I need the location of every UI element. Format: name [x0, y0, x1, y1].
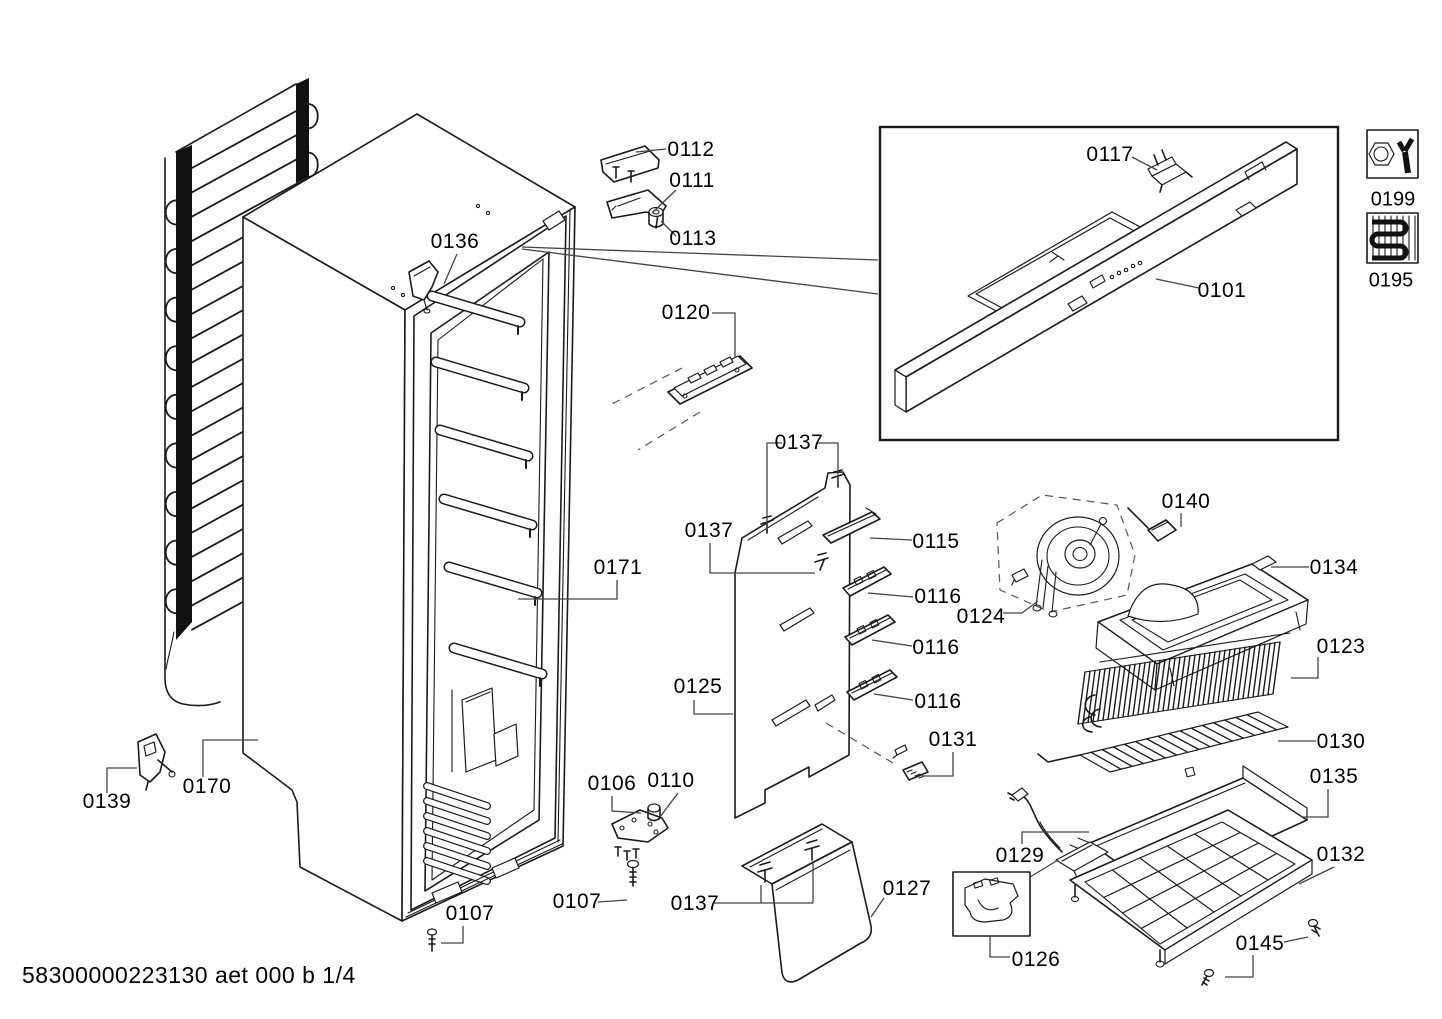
part-label-0137: 0137 — [670, 892, 720, 915]
callout-leader-lines — [106, 148, 1335, 978]
part-label-0171: 0171 — [593, 556, 643, 579]
fan-assembly-0124 — [996, 494, 1136, 618]
part-label-0117: 0117 — [1086, 143, 1134, 166]
shelf-rail-0116 — [846, 669, 898, 701]
plug-0131 — [892, 744, 929, 781]
hinge-plate-0106 — [611, 809, 669, 843]
shelf-rail-0116 — [842, 566, 892, 597]
legend-label-service: 0199 — [1370, 188, 1416, 211]
part-label-0126: 0126 — [1011, 948, 1061, 971]
part-label-0135: 0135 — [1309, 765, 1359, 788]
interior-moulding — [451, 687, 519, 773]
interior-rails — [426, 290, 548, 687]
air-duct-panel-0125 — [734, 469, 851, 819]
fascia-panel-0101 — [894, 141, 1298, 413]
hinge-pin-0110 — [647, 803, 661, 822]
part-label-0137: 0137 — [774, 431, 824, 454]
part-label-0107: 0107 — [445, 902, 495, 925]
part-label-0124: 0124 — [956, 605, 1006, 628]
screw-0107 — [426, 928, 438, 952]
part-label-0129: 0129 — [995, 844, 1045, 867]
part-label-0112: 0112 — [667, 138, 715, 161]
screw-0145 — [1201, 968, 1215, 986]
bottom-hinge-group — [611, 803, 669, 887]
shelf-rail-0116 — [844, 614, 896, 646]
part-label-0137: 0137 — [684, 519, 734, 542]
part-label-0123: 0123 — [1316, 635, 1366, 658]
switch-0117 — [1147, 149, 1193, 193]
part-label-0139: 0139 — [82, 790, 132, 813]
part-label-0120: 0120 — [661, 301, 711, 324]
control-panel-inset — [521, 125, 1340, 442]
wrench-and-nut-icon — [1366, 129, 1419, 179]
screw-0145 — [1307, 918, 1321, 937]
legend-label-condenser: 0195 — [1368, 269, 1414, 292]
part-label-0111: 0111 — [669, 169, 715, 192]
part-label-0106: 0106 — [587, 772, 637, 795]
part-label-0107: 0107 — [552, 890, 602, 913]
side-panel-0170 — [242, 216, 406, 922]
part-label-0116: 0116 — [914, 690, 962, 713]
part-label-0170: 0170 — [182, 775, 232, 798]
bottom-sill — [405, 839, 563, 918]
legend-icons — [1366, 129, 1419, 264]
part-label-0115: 0115 — [912, 530, 960, 553]
condenser-coil-icon — [1366, 212, 1419, 264]
valve-clip-0139 — [137, 733, 176, 791]
part-label-0134: 0134 — [1309, 556, 1359, 579]
part-label-0131: 0131 — [928, 728, 978, 751]
part-label-0132: 0132 — [1316, 843, 1366, 866]
part-label-0116: 0116 — [912, 636, 960, 659]
evaporator-0123 — [1077, 632, 1291, 733]
part-label-0116: 0116 — [914, 585, 962, 608]
sensor-0140 — [1127, 507, 1177, 542]
bottom-tray-0132 — [1069, 809, 1313, 968]
part-label-0113: 0113 — [669, 227, 717, 250]
part-label-0145: 0145 — [1235, 932, 1285, 955]
part-label-0140: 0140 — [1161, 490, 1211, 513]
screw-0107 — [626, 859, 640, 887]
part-label-0127: 0127 — [882, 877, 932, 900]
latch-0136 — [408, 260, 439, 314]
heater-cable-0129 — [1007, 787, 1109, 881]
bracket-0120 — [667, 355, 753, 405]
shelf-rail-0115 — [822, 507, 881, 544]
cabinet-body — [242, 113, 576, 922]
cover-0127 — [741, 823, 873, 983]
document-number: 58300000223130 aet 000 b 1/4 — [22, 962, 356, 988]
clip-0137 — [757, 839, 820, 883]
top-hinge-parts — [600, 145, 667, 229]
part-label-0125: 0125 — [673, 675, 723, 698]
interior-floor-ribs — [423, 782, 491, 885]
bushing-0113 — [648, 206, 664, 228]
part-label-0101: 0101 — [1197, 279, 1247, 302]
part-label-0136: 0136 — [430, 230, 480, 253]
clamp-inset-0126 — [952, 871, 1031, 937]
part-label-0130: 0130 — [1316, 730, 1366, 753]
part-label-0110: 0110 — [647, 769, 695, 792]
defrost-heater-0130 — [1037, 711, 1289, 778]
